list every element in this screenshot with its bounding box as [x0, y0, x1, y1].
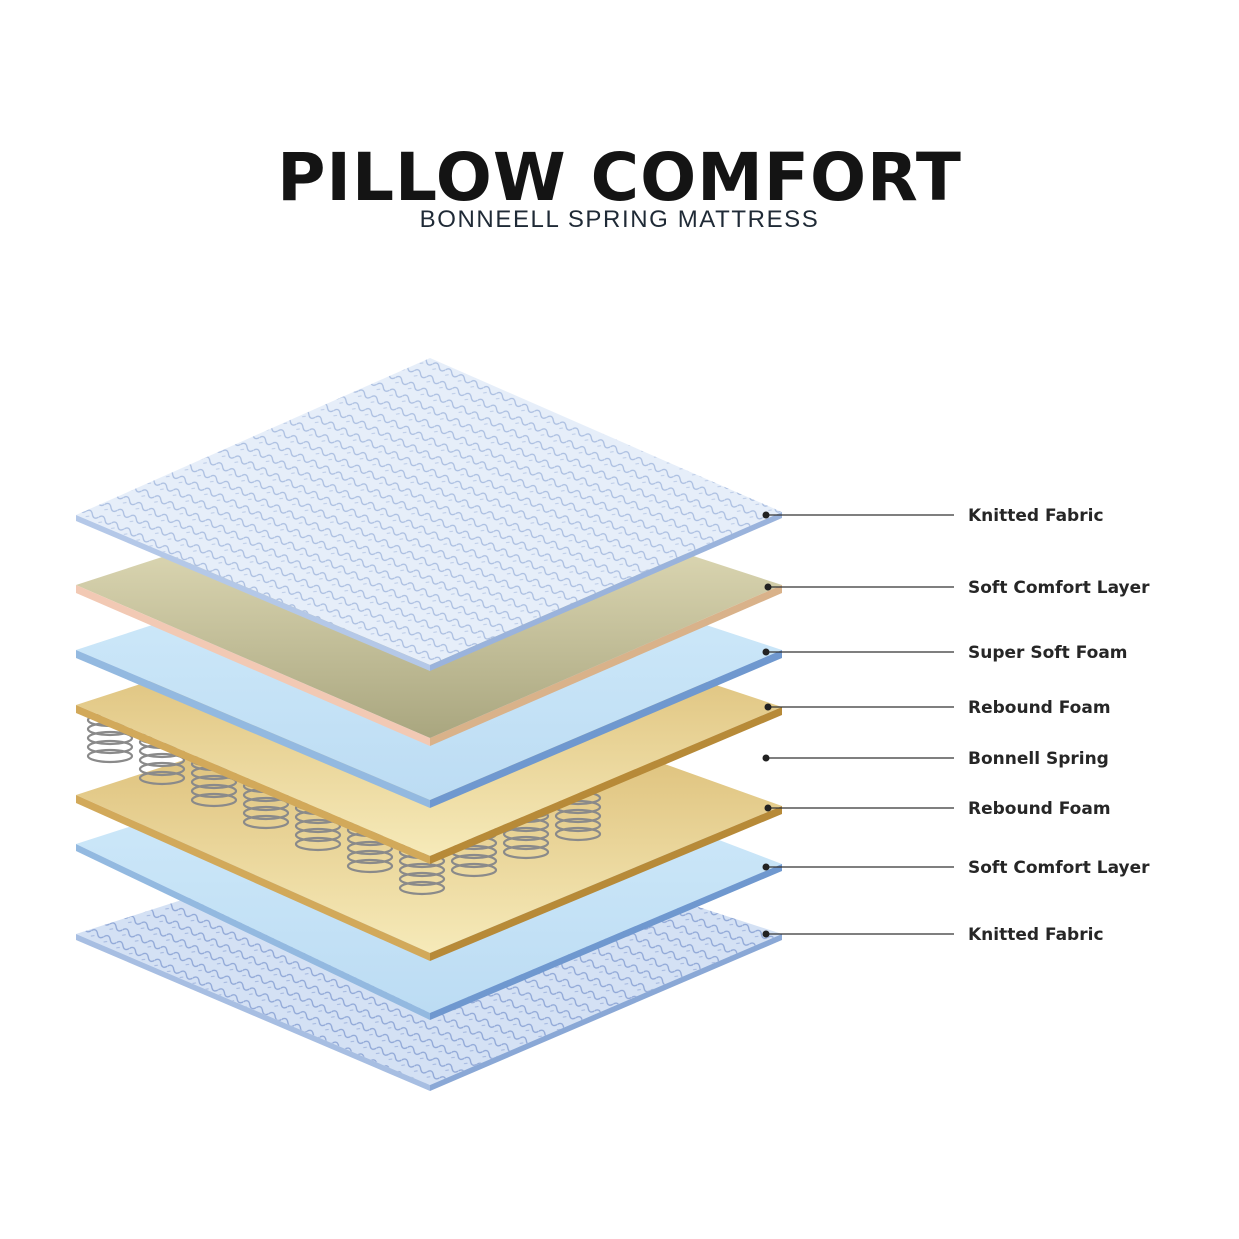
layer-knitted-fabric-top [76, 358, 782, 671]
leader-dot [762, 754, 770, 762]
layer-label: Knitted Fabric [968, 925, 1104, 945]
layer-label: Rebound Foam [968, 799, 1111, 819]
layer-label: Knitted Fabric [968, 506, 1104, 526]
layer-label: Rebound Foam [968, 698, 1111, 718]
leader-dot [764, 583, 772, 591]
leader-dot [762, 648, 770, 656]
leader-dot [762, 930, 770, 938]
layer-label: Soft Comfort Layer [968, 578, 1150, 598]
layer-label: Super Soft Foam [968, 643, 1128, 663]
layer-label: Soft Comfort Layer [968, 858, 1150, 878]
layer-label: Bonnell Spring [968, 749, 1109, 769]
leader-dot [762, 511, 770, 519]
page-subtitle: BONNEELL SPRING MATTRESS [419, 206, 820, 233]
leader-dot [764, 804, 772, 812]
leader-dot [764, 703, 772, 711]
page-title: PILLOW COMFORT [277, 139, 962, 216]
leader-dot [762, 863, 770, 871]
